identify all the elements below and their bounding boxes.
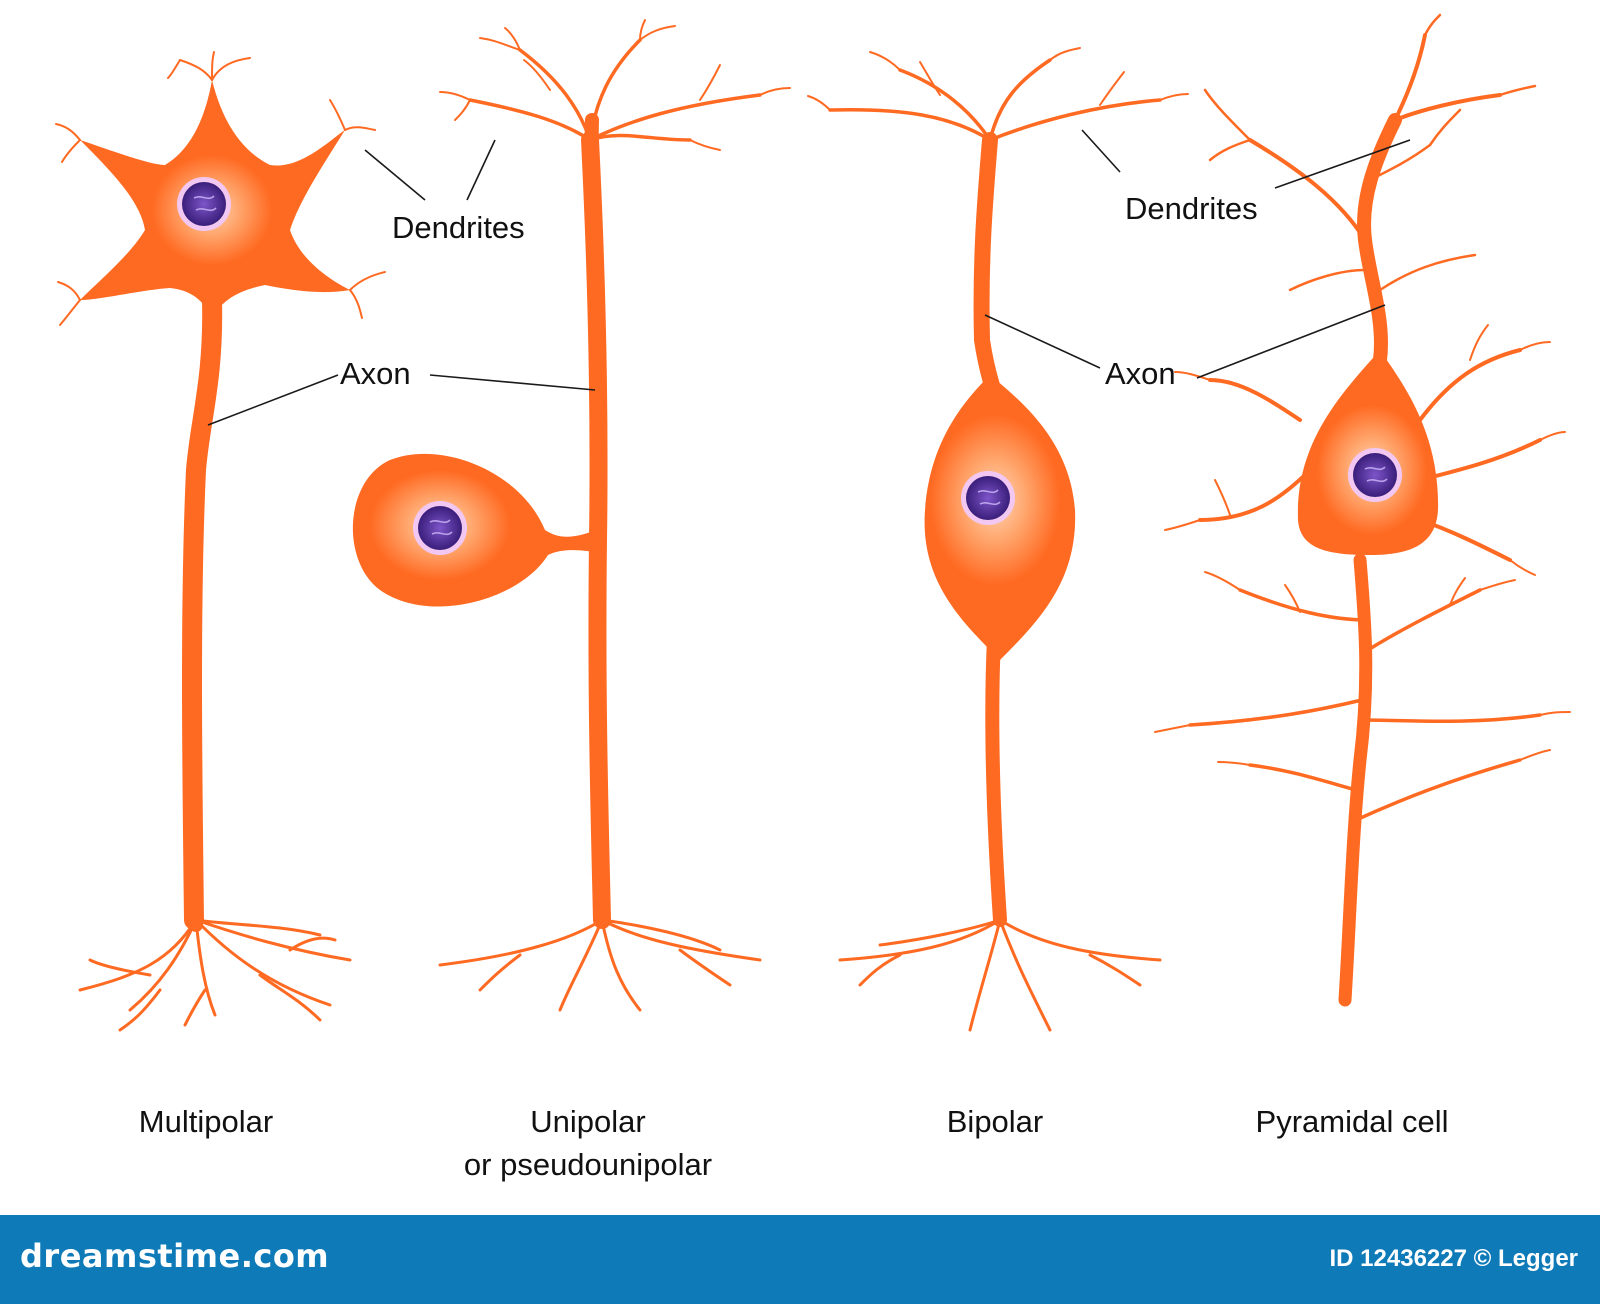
caption-multipolar: Multipolar	[139, 1104, 273, 1139]
image-credit: ID 12436227 © Legger	[1329, 1245, 1578, 1272]
watermark-footer: dreamstime.com ID 12436227 © Legger	[0, 1215, 1600, 1304]
caption-unipolar: Unipolar	[530, 1104, 645, 1139]
caption-pyramidal: Pyramidal cell	[1256, 1104, 1449, 1139]
caption-unipolar-line2: or pseudounipolar	[464, 1147, 712, 1182]
axon-label-left: Axon	[340, 356, 411, 391]
brand-logo[interactable]: dreamstime.com	[20, 1237, 330, 1275]
caption-bipolar: Bipolar	[947, 1104, 1044, 1139]
multipolar-neuron	[55, 51, 386, 1032]
neuron-types-diagram: Dendrites Dendrites Axon Axon Multipolar…	[55, 13, 1571, 1182]
leader-lines	[207, 129, 1411, 426]
bipolar-neuron	[807, 47, 1189, 1032]
axon-label-right: Axon	[1105, 356, 1176, 391]
dendrites-label-right: Dendrites	[1125, 191, 1258, 226]
unipolar-neuron	[352, 19, 791, 1012]
dendrites-label-left: Dendrites	[392, 210, 525, 245]
pyramidal-neuron	[1154, 13, 1571, 1007]
